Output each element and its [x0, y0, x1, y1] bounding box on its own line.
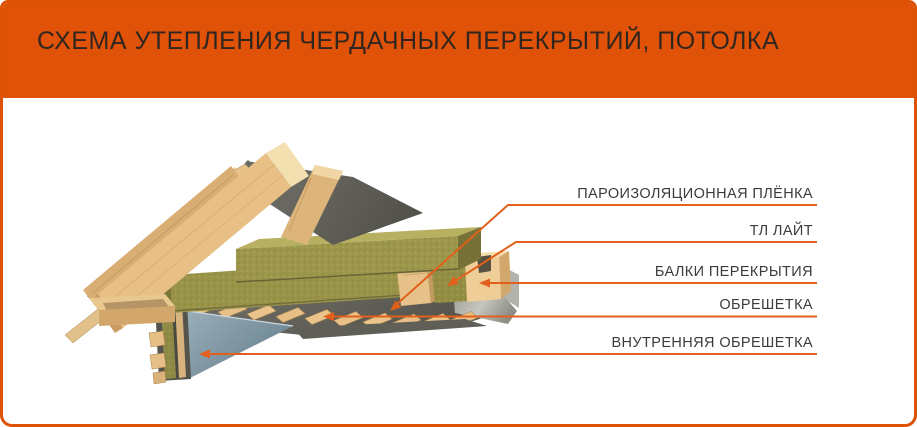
callout-arrow-icon — [447, 276, 459, 286]
label-vapor-film: ПАРОИЗОЛЯЦИОННАЯ ПЛЁНКА — [577, 186, 813, 202]
label-inner-lathing: ВНУТРЕННЯЯ ОБРЕШЕТКА — [611, 335, 813, 351]
insulation-and-beams — [163, 227, 511, 316]
callouts — [199, 204, 817, 359]
callout-arrow-icon — [323, 312, 334, 321]
callout-beams — [479, 278, 817, 288]
callout-arrow-icon — [479, 278, 490, 288]
page-title: СХЕМА УТЕПЛЕНИЯ ЧЕРДАЧНЫХ ПЕРЕКРЫТИЙ, ПО… — [37, 27, 780, 55]
label-lathing: ОБРЕШЕТКА — [719, 297, 813, 313]
label-tl-light: ТЛ ЛАЙТ — [749, 223, 813, 239]
diagram-illustration — [64, 142, 817, 385]
label-floor-beams: БАЛКИ ПЕРЕКРЫТИЯ — [654, 264, 813, 280]
callout-tl-light — [447, 241, 817, 286]
membrane-shadow — [293, 319, 487, 339]
insulation-layer-upper — [235, 227, 481, 283]
callout-vapor-film — [390, 204, 817, 311]
header-band: СХЕМА УТЕПЛЕНИЯ ЧЕРДАЧНЫХ ПЕРЕКРЫТИЙ, ПО… — [3, 3, 914, 98]
callout-inner-lathing — [199, 349, 817, 359]
roof-slope — [64, 142, 423, 344]
rafter-back — [281, 165, 343, 245]
callout-arrow-icon — [199, 349, 210, 359]
callout-arrow-icon — [390, 300, 402, 311]
callout-lathing — [323, 312, 817, 321]
eave-board — [64, 294, 175, 344]
rafter-board-back — [83, 166, 243, 306]
